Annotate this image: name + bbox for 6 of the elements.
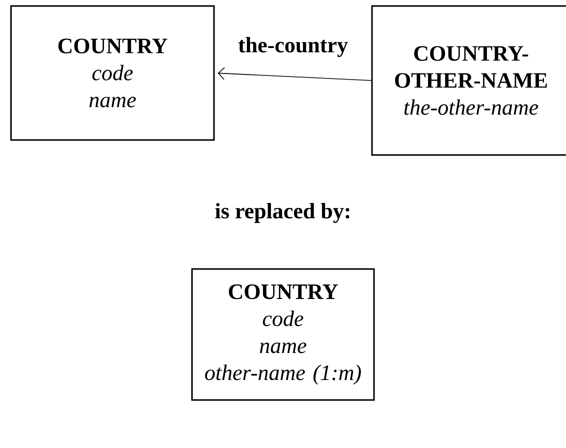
caption-text: is replaced by: bbox=[215, 203, 350, 224]
entity-box: COUNTRY code name other-name (1:m) bbox=[191, 268, 375, 401]
entity-box: COUNTRY code name bbox=[10, 5, 215, 141]
arrow bbox=[218, 67, 372, 81]
entity-box: COUNTRY-OTHER-NAME the-other-name bbox=[371, 5, 566, 156]
edge-label: the-country bbox=[237, 36, 349, 58]
